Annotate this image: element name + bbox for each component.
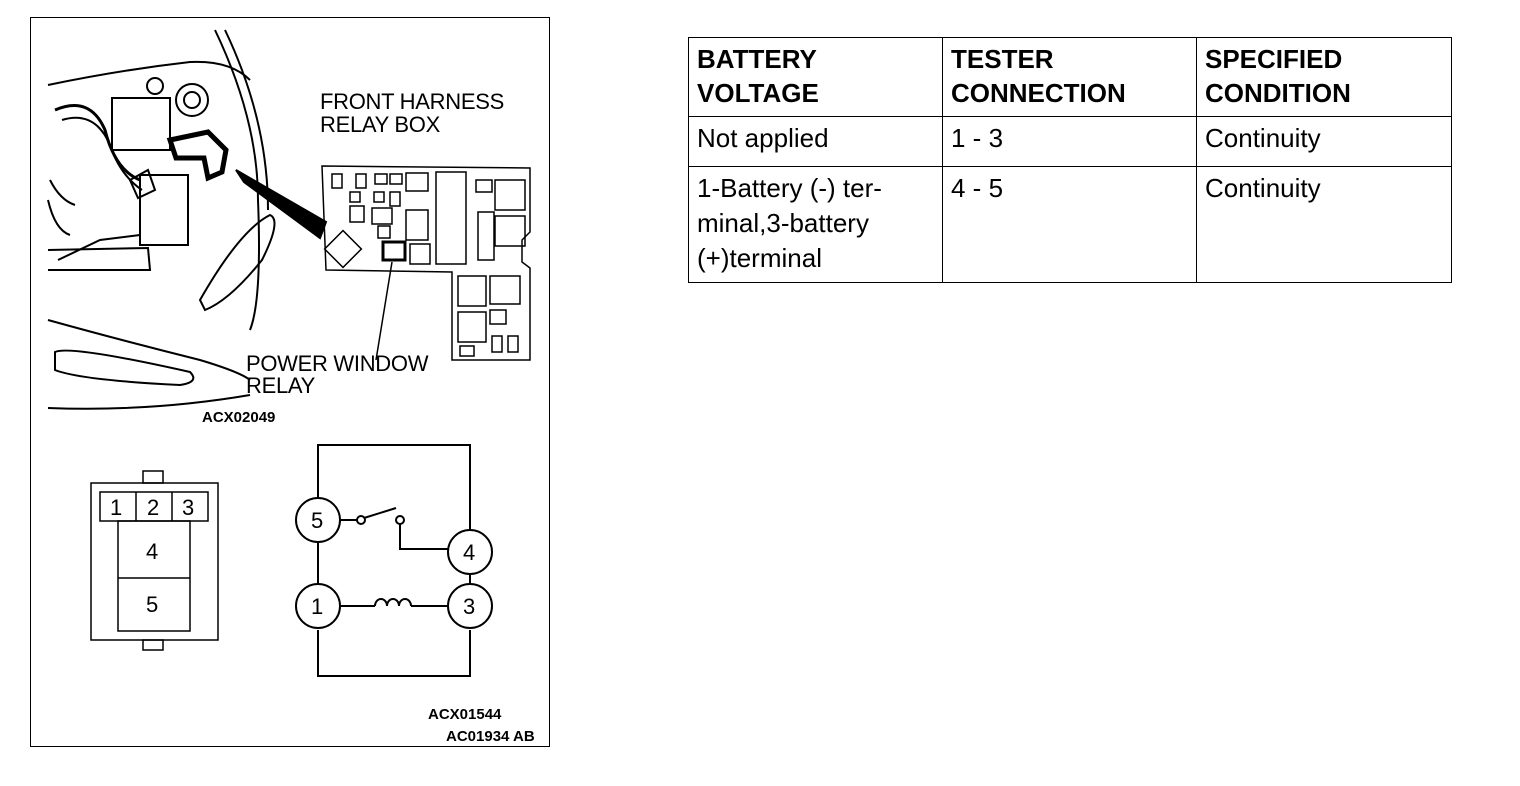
- table-header-row: BATTERY VOLTAGE TESTER CONNECTION SPECIF…: [688, 37, 1452, 117]
- table-row: Not applied 1 - 3 Continuity: [688, 116, 1452, 167]
- header-line: SPECIFIED: [1205, 44, 1343, 74]
- figure-code-top: ACX02049: [202, 409, 276, 426]
- terminal-3-circle: [447, 583, 493, 629]
- terminal-3-label: 3: [463, 594, 476, 619]
- relay-figure: [47, 29, 531, 677]
- terminal-5-label: 5: [311, 508, 324, 533]
- connector-pin-3: 3: [182, 495, 195, 520]
- header-battery-voltage: BATTERY VOLTAGE: [688, 37, 943, 117]
- terminal-4-circle: [447, 529, 493, 575]
- engine-compartment-illustration: [47, 29, 328, 410]
- relay-box-label-line2: RELAY BOX: [320, 112, 440, 137]
- relay-box-illustration: [321, 165, 531, 361]
- cell-connection: 4 - 5: [942, 166, 1197, 283]
- header-tester-connection: TESTER CONNECTION: [942, 37, 1197, 117]
- relay-circuit: [295, 444, 493, 677]
- power-window-relay-label-line1: POWER WINDOW: [246, 351, 429, 376]
- header-line: VOLTAGE: [697, 78, 819, 108]
- connector-pin-1: 1: [110, 495, 123, 520]
- figure-code-bottom1: ACX01544: [428, 706, 502, 723]
- header-line: CONNECTION: [951, 78, 1126, 108]
- header-line: TESTER: [951, 44, 1054, 74]
- terminal-5-circle: [295, 497, 341, 543]
- connector-pin-4: 4: [146, 539, 159, 564]
- header-line: BATTERY: [697, 44, 817, 74]
- relay-check-table: BATTERY VOLTAGE TESTER CONNECTION SPECIF…: [688, 37, 1452, 283]
- relay-connector: [90, 470, 219, 651]
- terminal-1-circle: [295, 583, 341, 629]
- terminal-1-label: 1: [311, 594, 324, 619]
- header-line: CONDITION: [1205, 78, 1351, 108]
- table-row: 1-Battery (-) ter- minal,3-battery (+)te…: [688, 166, 1452, 283]
- power-window-relay-label-line2: RELAY: [246, 373, 316, 398]
- cell-voltage: 1-Battery (-) ter- minal,3-battery (+)te…: [688, 166, 943, 283]
- cell-condition: Continuity: [1196, 116, 1452, 167]
- cell-line: minal,3-battery: [697, 208, 869, 238]
- figure-frame: [30, 17, 550, 747]
- cell-line: (+)terminal: [697, 243, 822, 273]
- relay-box-label-line1: FRONT HARNESS: [320, 89, 504, 114]
- connector-pin-2: 2: [147, 495, 160, 520]
- cell-line: Not applied: [697, 123, 829, 153]
- cell-connection: 1 - 3: [942, 116, 1197, 167]
- terminal-4-label: 4: [463, 540, 476, 565]
- cell-voltage: Not applied: [688, 116, 943, 167]
- connector-pin-5: 5: [146, 592, 159, 617]
- header-specified-condition: SPECIFIED CONDITION: [1196, 37, 1452, 117]
- cell-line: 1-Battery (-) ter-: [697, 173, 882, 203]
- figure-code-bottom2: AC01934 AB: [446, 728, 535, 745]
- relay-leader-line: [375, 261, 393, 361]
- cell-condition: Continuity: [1196, 166, 1452, 283]
